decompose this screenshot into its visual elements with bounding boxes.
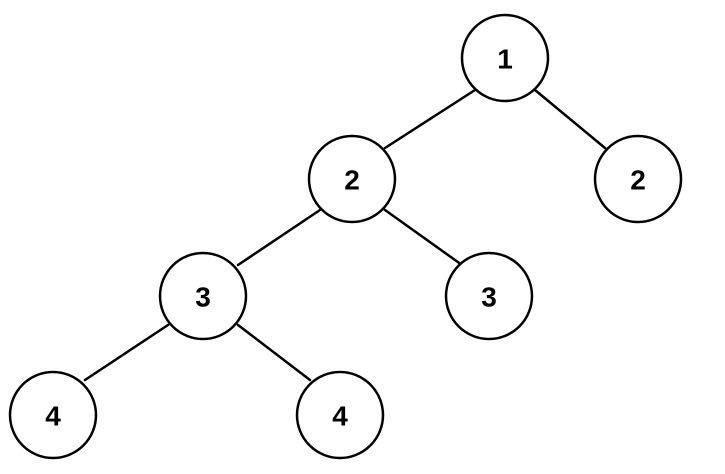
tree-node-n6: 4 <box>8 370 98 460</box>
tree-node-n1: 1 <box>460 13 550 103</box>
edge-n4-n6 <box>83 323 170 382</box>
tree-node-n5: 3 <box>444 251 534 341</box>
tree-node-n2: 2 <box>307 134 397 224</box>
edge-n2-n5 <box>383 208 464 267</box>
edge-n4-n7 <box>236 323 312 382</box>
tree-node-n7: 4 <box>295 370 385 460</box>
node-label: 1 <box>497 44 513 75</box>
edge-n2-n4 <box>236 208 322 267</box>
node-circle <box>295 370 385 460</box>
tree-node-n3: 2 <box>593 134 683 224</box>
node-circle <box>8 370 98 460</box>
edges-layer <box>83 88 607 382</box>
node-label: 2 <box>630 165 646 196</box>
node-label: 4 <box>45 401 61 432</box>
node-circle <box>158 251 248 341</box>
node-label: 3 <box>481 282 497 313</box>
node-label: 3 <box>195 282 211 313</box>
node-circle <box>307 134 397 224</box>
node-label: 2 <box>344 165 360 196</box>
node-label: 4 <box>332 401 348 432</box>
nodes-layer: 1 2 2 3 3 4 4 <box>8 13 683 460</box>
node-circle <box>460 13 550 103</box>
edge-n1-n2 <box>383 88 477 150</box>
node-circle <box>444 251 534 341</box>
tree-node-n4: 3 <box>158 251 248 341</box>
node-circle <box>593 134 683 224</box>
edge-n1-n3 <box>533 88 607 150</box>
